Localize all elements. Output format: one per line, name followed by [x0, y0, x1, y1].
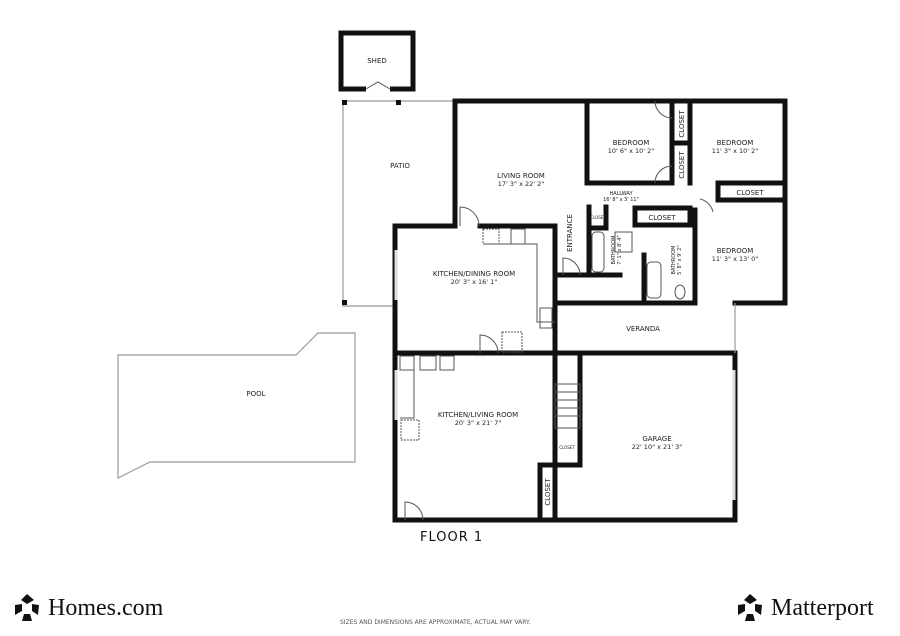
- shed-label: SHED: [367, 57, 387, 65]
- bathroom1-label: BATHROOM: [611, 236, 617, 265]
- floor-label: FLOOR 1: [420, 530, 483, 545]
- bedroom3-dims: 11' 3" x 13' 0": [712, 255, 758, 263]
- homes-brand: Homes.com: [48, 594, 164, 621]
- veranda-label: VERANDA: [626, 325, 660, 333]
- bedroom3-label: BEDROOM: [717, 247, 754, 255]
- closet-label: CLOSET: [678, 151, 686, 179]
- kitchen-living-dims: 20' 3" x 21' 7": [455, 419, 501, 427]
- bedroom1-label: BEDROOM: [613, 139, 650, 147]
- walls: [392, 98, 788, 523]
- entrance-label: ENTRANCE: [566, 214, 574, 252]
- bathroom1-dims: 7' 1" x 8' 4": [617, 235, 623, 264]
- matterport-brand: Matterport: [771, 594, 874, 621]
- pool-label: POOL: [246, 390, 265, 398]
- disclaimer: SIZES AND DIMENSIONS ARE APPROXIMATE, AC…: [340, 619, 531, 626]
- bedroom2-dims: 11' 3" x 10' 2": [712, 147, 758, 155]
- fixtures: [399, 228, 686, 441]
- pool-outline: [117, 332, 356, 479]
- kitchen-living-label: KITCHEN/LIVING ROOM: [438, 411, 518, 419]
- kitchen-dining-dims: 20' 3" x 16' 1": [451, 278, 497, 286]
- bathroom2-label: BATHROOM: [671, 246, 677, 275]
- doors: [404, 100, 714, 521]
- bedroom2-label: BEDROOM: [717, 139, 754, 147]
- living-room-label: LIVING ROOM: [497, 172, 545, 180]
- bedroom1-dims: 10' 6" x 10' 2": [608, 147, 654, 155]
- kitchen-dining-label: KITCHEN/DINING ROOM: [433, 270, 515, 278]
- matterport-logo: Matterport: [735, 593, 874, 623]
- garage-label: GARAGE: [642, 435, 671, 443]
- closet-label: CLOSET: [678, 110, 686, 138]
- patio-label: PATIO: [390, 162, 410, 170]
- closet-label: CLOSET: [544, 478, 552, 506]
- homes-star-icon: [15, 594, 39, 621]
- closet-label: CLOSET: [736, 189, 764, 197]
- homes-logo: Homes.com: [12, 593, 163, 623]
- garage-dims: 22' 10" x 21' 3": [632, 443, 683, 451]
- hallway-dims: 16' 8" x 3' 11": [603, 197, 639, 203]
- living-room-dims: 17' 3" x 22' 2": [498, 180, 544, 188]
- closet-label: CLOSET: [648, 214, 676, 222]
- hallway-label: HALLWAY: [609, 191, 633, 197]
- matterport-star-icon: [738, 594, 762, 621]
- bathroom2-dims: 5' 8" x 9' 2": [677, 245, 683, 274]
- closet-label: CLOSET: [559, 445, 575, 450]
- closet-label: CLOSET: [590, 215, 606, 220]
